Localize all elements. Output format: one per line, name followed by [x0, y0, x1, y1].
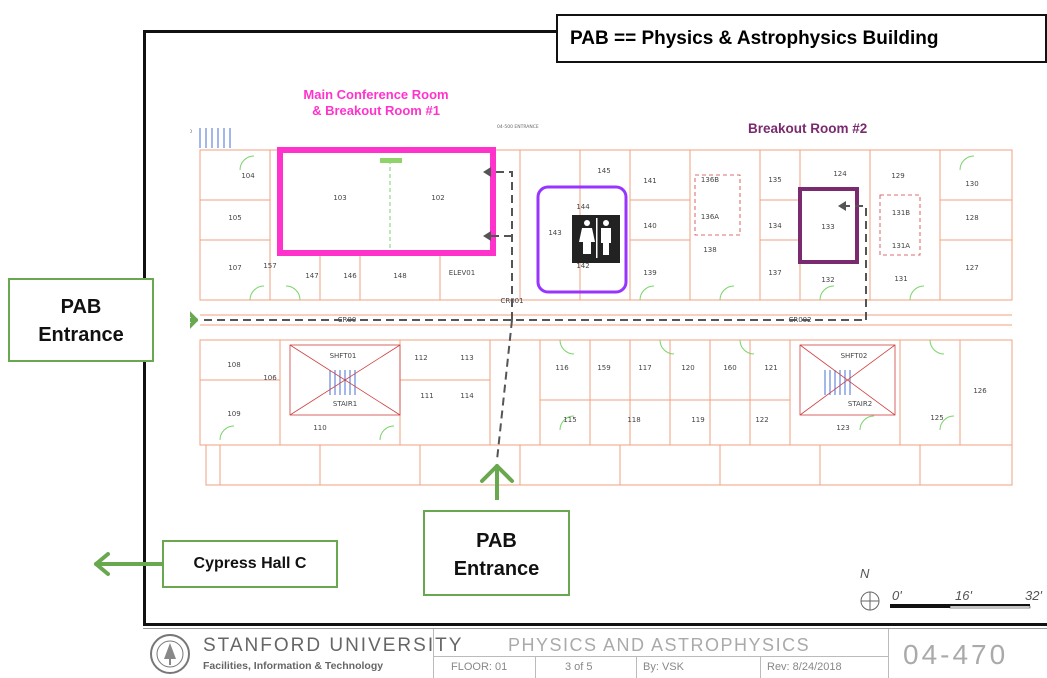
svg-text:120: 120: [681, 364, 694, 372]
svg-text:112: 112: [414, 354, 427, 362]
svg-text:128: 128: [965, 214, 978, 222]
entrance-left-callout: PAB Entrance: [8, 278, 154, 362]
svg-text:133: 133: [821, 223, 834, 231]
svg-text:04-500 ENTRANCE: 04-500 ENTRANCE: [497, 124, 539, 130]
map-title: PAB == Physics & Astrophysics Building: [556, 14, 1047, 63]
svg-text:104: 104: [241, 172, 255, 180]
svg-text:ELEV01: ELEV01: [449, 269, 475, 277]
main-conference-label: Main Conference Room & Breakout Room #1: [268, 87, 484, 119]
svg-text:103: 103: [333, 194, 346, 202]
building-name: PHYSICS AND ASTROPHYSICS: [508, 635, 811, 655]
by-label: By: VSK: [643, 661, 684, 673]
svg-text:144: 144: [576, 203, 590, 211]
svg-text:109: 109: [227, 410, 240, 418]
svg-text:110: 110: [313, 424, 326, 432]
department-name: Facilities, Information & Technology: [203, 660, 384, 672]
svg-text:136B: 136B: [701, 176, 719, 184]
svg-text:138: 138: [703, 246, 716, 254]
svg-text:139: 139: [643, 269, 656, 277]
title-text: PAB == Physics & Astrophysics Building: [570, 27, 939, 49]
svg-text:111: 111: [420, 392, 433, 400]
svg-text:131A: 131A: [892, 242, 910, 250]
svg-text:114: 114: [460, 392, 474, 400]
scale-32: 32': [1025, 588, 1042, 603]
scale-0: 0': [892, 588, 902, 603]
main-conference-highlight: [277, 147, 496, 256]
svg-text:136A: 136A: [701, 213, 719, 221]
svg-text:147: 147: [305, 272, 318, 280]
svg-text:115: 115: [563, 416, 576, 424]
svg-text:145: 145: [597, 167, 610, 175]
rev-label: Rev: 8/24/2018: [767, 661, 842, 673]
svg-text:123: 123: [836, 424, 849, 432]
svg-text:130: 130: [965, 180, 978, 188]
entrance-bottom-line1: PAB: [476, 530, 517, 552]
svg-text:126: 126: [973, 387, 987, 395]
breakout2-highlight: [798, 187, 859, 264]
svg-text:157: 157: [263, 262, 276, 270]
svg-text:SHFT02: SHFT02: [841, 352, 868, 360]
svg-text:117: 117: [638, 364, 651, 372]
svg-text:STAIR2: STAIR2: [848, 400, 872, 408]
restroom-highlight: [536, 185, 628, 294]
svg-text:119: 119: [691, 416, 704, 424]
svg-text:148: 148: [393, 272, 406, 280]
svg-text:SHFT01: SHFT01: [330, 352, 357, 360]
floor-plan: 104 105 107 103 102 157 147 146 148 ELEV01 145…: [190, 124, 1013, 500]
svg-text:UP TO ROOF PATIO: UP TO ROOF PATIO: [190, 129, 193, 135]
svg-text:146: 146: [343, 272, 357, 280]
entrance-bottom-line2: Entrance: [453, 558, 540, 580]
svg-text:108: 108: [227, 361, 240, 369]
university-name: STANFORD UNIVERSITY: [203, 635, 464, 656]
svg-text:107: 107: [228, 264, 241, 272]
svg-text:160: 160: [723, 364, 736, 372]
title-block: STANFORD UNIVERSITY Facilities, Informat…: [143, 628, 1047, 678]
svg-text:132: 132: [821, 276, 834, 284]
svg-text:CR002: CR002: [788, 316, 811, 324]
cypress-arrow: [94, 552, 164, 576]
cypress-hall-callout: Cypress Hall C: [162, 540, 338, 588]
compass-north: N: [860, 566, 870, 581]
svg-text:118: 118: [627, 416, 640, 424]
compass-scale: [860, 591, 1031, 611]
svg-text:131B: 131B: [892, 209, 910, 217]
svg-text:135: 135: [768, 176, 781, 184]
svg-text:106: 106: [263, 374, 277, 382]
sheet-number: 04-470: [903, 639, 1009, 670]
svg-text:131: 131: [894, 275, 907, 283]
stanford-seal-icon: [150, 634, 190, 674]
svg-text:141: 141: [643, 177, 656, 185]
svg-text:127: 127: [965, 264, 978, 272]
svg-text:125: 125: [930, 414, 943, 422]
entrance-left-line1: PAB: [60, 296, 102, 318]
svg-text:140: 140: [643, 222, 656, 230]
svg-text:116: 116: [555, 364, 569, 372]
svg-text:142: 142: [576, 262, 589, 270]
page-label: 3 of 5: [565, 661, 593, 673]
svg-text:159: 159: [597, 364, 610, 372]
main-conference-line2: & Breakout Room #1: [312, 103, 440, 118]
main-conference-line1: Main Conference Room: [303, 87, 449, 102]
svg-text:137: 137: [768, 269, 781, 277]
entrance-left-line2: Entrance: [38, 324, 124, 346]
svg-text:105: 105: [228, 214, 241, 222]
scale-16: 16': [955, 588, 972, 603]
svg-text:122: 122: [755, 416, 768, 424]
svg-text:121: 121: [764, 364, 777, 372]
breakout2-label: Breakout Room #2: [748, 121, 868, 136]
floor-label: FLOOR: 01: [451, 661, 508, 673]
svg-text:143: 143: [548, 229, 561, 237]
svg-text:113: 113: [460, 354, 473, 362]
svg-text:STAIR1: STAIR1: [333, 400, 357, 408]
svg-text:134: 134: [768, 222, 782, 230]
svg-text:124: 124: [833, 170, 847, 178]
svg-text:102: 102: [431, 194, 444, 202]
svg-text:129: 129: [891, 172, 904, 180]
entrance-bottom-callout: PAB Entrance: [423, 510, 570, 596]
